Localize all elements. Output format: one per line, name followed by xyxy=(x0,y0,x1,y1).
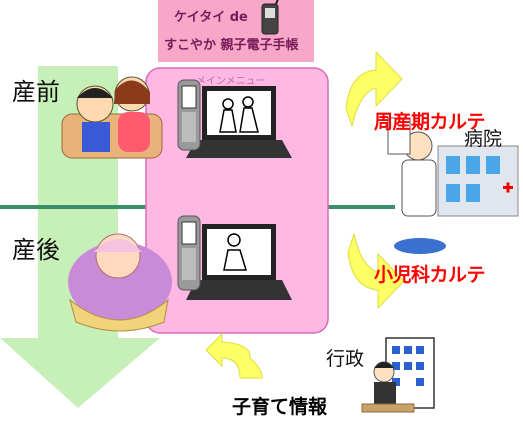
phone-bottom xyxy=(177,215,201,291)
couple-illustration xyxy=(61,76,163,159)
baby-illustration xyxy=(68,233,172,332)
laptop-bottom xyxy=(186,224,292,300)
stage-after-label: 産後 xyxy=(12,236,60,264)
parenting-info-label: 子育て情報 xyxy=(232,396,328,418)
hospital-building xyxy=(437,145,519,217)
pediatric-chart-label: 小児科カルテ xyxy=(374,264,486,286)
laptop-top xyxy=(186,86,292,158)
stage-before-label: 産前 xyxy=(12,78,60,106)
banner-phone-icon xyxy=(261,0,279,35)
banner-background xyxy=(158,0,314,62)
arrow-perinatal xyxy=(345,50,403,128)
doctor-illustration xyxy=(387,117,446,254)
hospital-label: 病院 xyxy=(464,128,503,150)
banner-line1: ケイタイ de xyxy=(174,10,248,25)
office-worker-illustration xyxy=(361,361,415,413)
menu-label: メインメニュー xyxy=(196,76,266,87)
timeline-arrow xyxy=(0,66,160,408)
phone-top xyxy=(177,79,201,151)
perinatal-chart-label: 周産期カルテ xyxy=(374,111,486,133)
banner-line2: すこやか 親子電子手帳 xyxy=(164,38,299,53)
government-label: 行政 xyxy=(326,348,365,370)
arrow-parenting xyxy=(205,332,263,379)
arrow-pediatric xyxy=(347,232,405,310)
